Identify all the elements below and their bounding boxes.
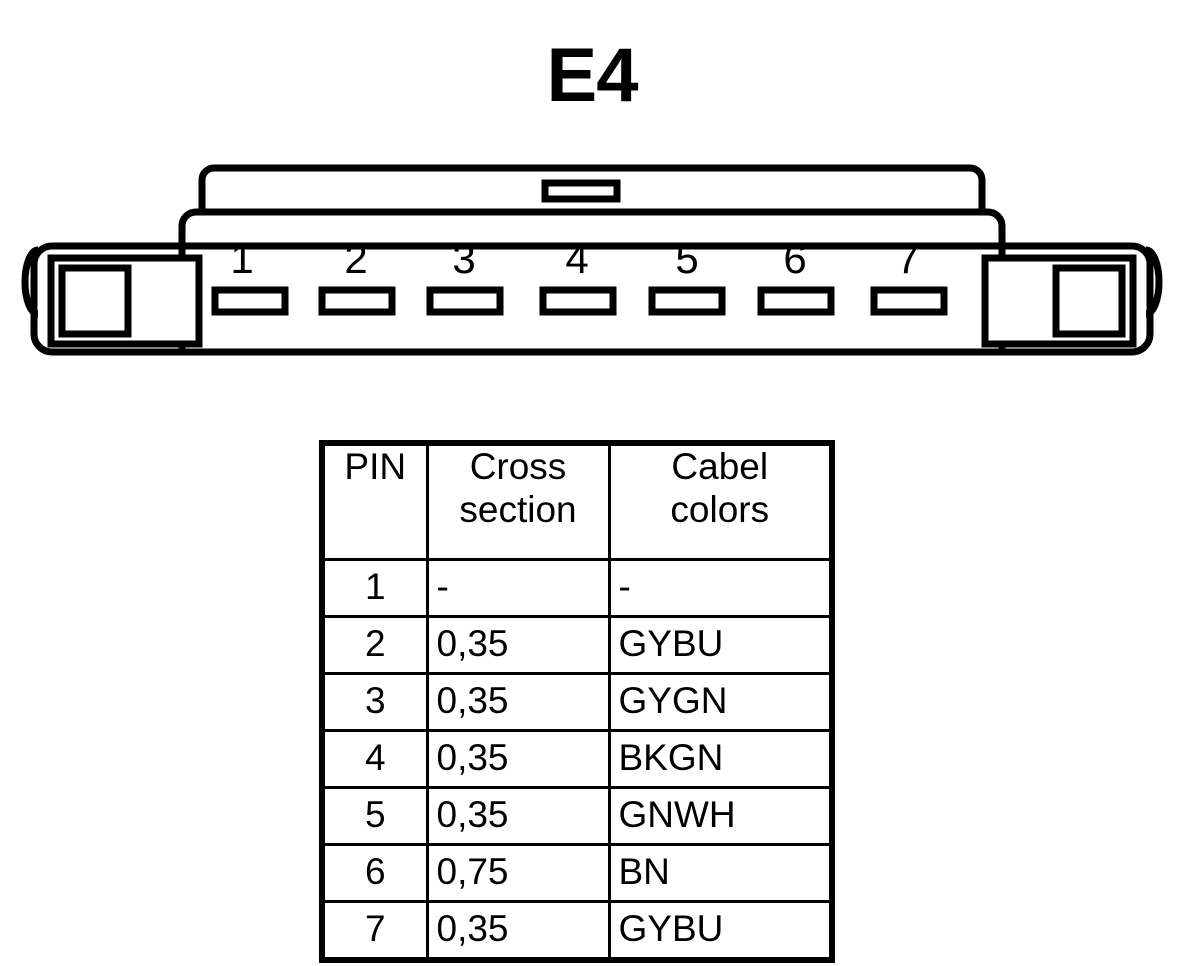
table-header-row: PIN Cross section Cabel colors [320,441,834,561]
cell-cable-colors: GYBU [607,615,834,675]
cell-pin: 5 [320,786,429,846]
cell-pin: 3 [320,672,429,732]
pin-slot-6 [757,286,835,316]
cell-cable-colors: - [607,558,834,618]
table-row: 4 0,35 BKGN [320,729,834,789]
table-row: 2 0,35 GYBU [320,615,834,675]
pin-label-5: 5 [675,235,698,282]
cell-pin: 7 [320,900,429,962]
pin-slot-3 [426,286,504,316]
cell-pin: 2 [320,615,429,675]
table-row: 7 0,35 GYBU [320,900,834,962]
pin-label-4: 4 [565,235,588,282]
page-title: E4 [546,33,639,118]
cell-pin: 6 [320,843,429,903]
pin-slot-4 [539,286,617,316]
pin-slot-5 [648,286,726,316]
pin-slot-7 [870,286,948,316]
pin-label-2: 2 [344,235,367,282]
cell-pin: 4 [320,729,429,789]
left-ear-inner-square [58,264,132,338]
column-header-cross-section: Cross section [425,441,611,561]
cell-cable-colors: BKGN [607,729,834,789]
cell-cross-section: 0,35 [425,729,611,789]
cell-cable-colors: GYBU [607,900,834,962]
pinout-table: PIN Cross section Cabel colors 1 - - 2 0… [319,440,835,963]
left-locking-ear [47,254,203,348]
column-header-pin: PIN [320,441,429,561]
cell-cross-section: 0,35 [425,900,611,962]
pin-slot-2 [318,286,396,316]
table-row: 5 0,35 GNWH [320,786,834,846]
column-header-cable-colors: Cabel colors [607,441,834,561]
cell-cross-section: 0,35 [425,615,611,675]
table-row: 1 - - [320,558,834,618]
cell-pin: 1 [320,558,429,618]
table-row: 6 0,75 BN [320,843,834,903]
connector-outer-shell [30,242,1154,356]
cell-cross-section: 0,75 [425,843,611,903]
top-latch-slot [541,179,621,203]
connector-svg: 1 2 3 4 5 6 7 [21,164,1163,356]
pin-label-1: 1 [230,235,253,282]
connector-diagram: 1 2 3 4 5 6 7 [0,150,1184,380]
cell-cable-colors: GNWH [607,786,834,846]
cell-cross-section: 0,35 [425,786,611,846]
table-row: 3 0,35 GYGN [320,672,834,732]
cell-cable-colors: GYGN [607,672,834,732]
cell-cable-colors: BN [607,843,834,903]
pin-label-3: 3 [452,235,475,282]
cell-cross-section: 0,35 [425,672,611,732]
connector-body [178,208,1006,356]
cell-cross-section: - [425,558,611,618]
right-locking-ear [981,254,1137,348]
pin-label-7: 7 [896,235,919,282]
pin-label-6: 6 [783,235,806,282]
pin-slot-1 [211,286,289,316]
right-ear-inner-square [1052,264,1126,338]
